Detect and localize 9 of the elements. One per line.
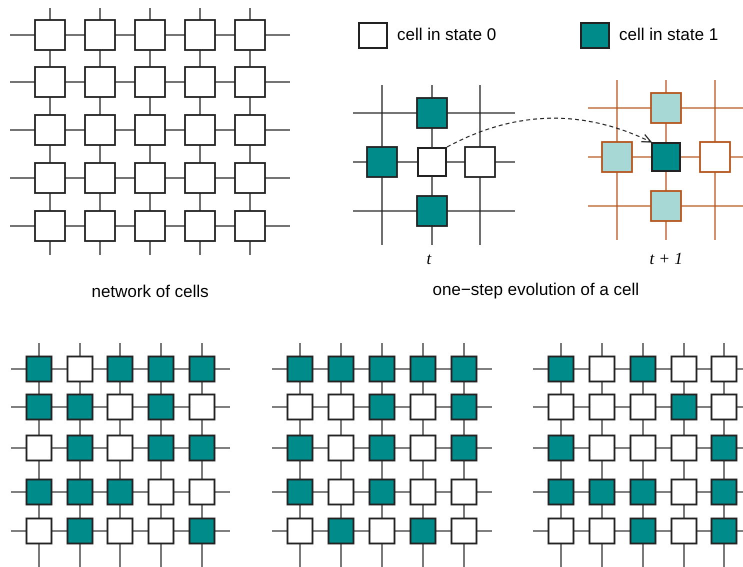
caption-label: network of cells bbox=[92, 282, 209, 302]
dashed-arrow bbox=[446, 118, 652, 148]
cell-square bbox=[417, 147, 447, 177]
legend-label: cell in state 1 bbox=[619, 25, 718, 45]
caption-label: one−step evolution of a cell bbox=[432, 280, 640, 300]
cell-square bbox=[651, 142, 681, 172]
time-label: t + 1 bbox=[650, 249, 683, 269]
time-label: t bbox=[426, 249, 432, 269]
legend-label: cell in state 0 bbox=[397, 25, 496, 45]
